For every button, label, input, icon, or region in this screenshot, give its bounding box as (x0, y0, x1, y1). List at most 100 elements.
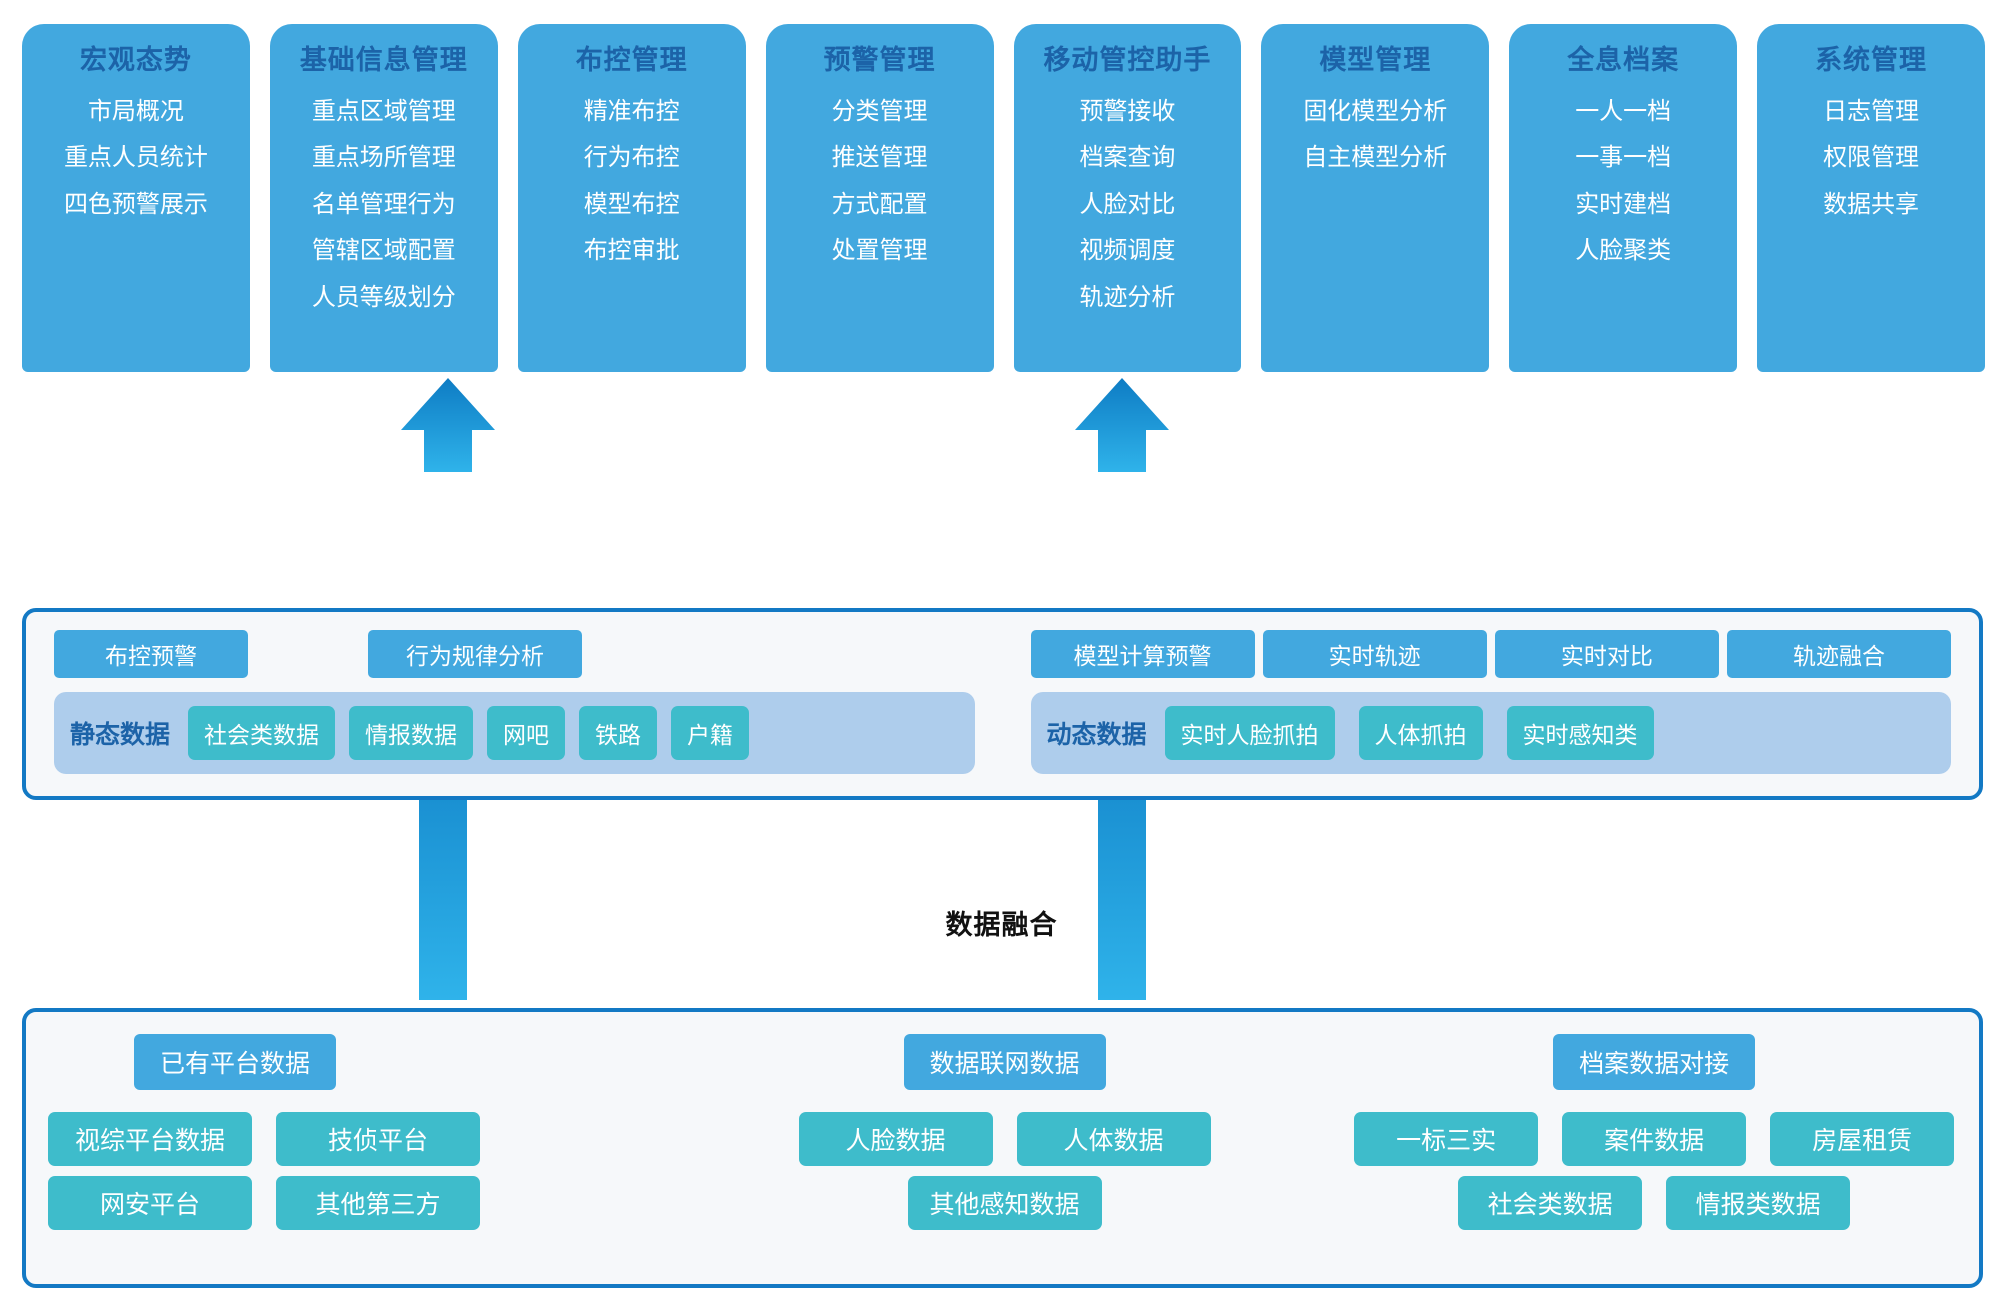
source-chip[interactable]: 技侦平台 (276, 1112, 480, 1166)
module-item[interactable]: 固化模型分析 (1303, 97, 1448, 125)
source-chip[interactable]: 人脸数据 (798, 1112, 993, 1166)
data-type-chip[interactable]: 网吧 (487, 706, 566, 760)
module-card[interactable]: 宏观态势市局概况重点人员统计四色预警展示 (22, 24, 250, 372)
dynamic-band-chips: 实时人脸抓拍人体抓拍实时感知类 (1164, 706, 1654, 760)
module-item-list: 预警接收档案查询人脸对比视频调度轨迹分析 (1014, 98, 1242, 312)
data-type-chip[interactable]: 实时感知类 (1506, 706, 1654, 760)
module-title: 全息档案 (1567, 45, 1680, 75)
module-item[interactable]: 轨迹分析 (1079, 284, 1176, 312)
module-item[interactable]: 管辖区域配置 (311, 237, 456, 265)
module-card[interactable]: 布控管理精准布控行为布控模型布控布控审批 (517, 24, 746, 372)
module-card[interactable]: 模型管理固化模型分析自主模型分析 (1261, 24, 1490, 372)
arrow-modules-left-icon (401, 378, 495, 472)
source-group-header[interactable]: 档案数据对接 (1553, 1034, 1756, 1090)
source-chip[interactable]: 情报类数据 (1666, 1176, 1851, 1230)
module-item-list: 固化模型分析自主模型分析 (1261, 98, 1489, 172)
capability-chip[interactable]: 实时对比 (1494, 630, 1719, 678)
source-group: 已有平台数据视综平台数据技侦平台网安平台其他第三方 (26, 1012, 680, 1284)
source-group: 数据联网数据人脸数据人体数据其他感知数据 (680, 1012, 1330, 1284)
source-chip[interactable]: 人体数据 (1016, 1112, 1211, 1166)
source-group-header[interactable]: 已有平台数据 (134, 1034, 337, 1090)
module-item[interactable]: 分类管理 (831, 97, 928, 125)
module-item[interactable]: 一人一档 (1575, 97, 1672, 125)
module-item[interactable]: 名单管理行为 (311, 190, 456, 218)
module-item[interactable]: 四色预警展示 (63, 190, 208, 218)
static-band-chips: 社会类数据情报数据网吧铁路户籍 (188, 706, 750, 760)
capability-chip[interactable]: 轨迹融合 (1726, 630, 1951, 678)
module-item[interactable]: 重点人员统计 (63, 144, 208, 172)
module-card[interactable]: 全息档案一人一档一事一档实时建档人脸聚类 (1509, 24, 1738, 372)
module-title: 布控管理 (575, 45, 688, 75)
module-card[interactable]: 基础信息管理重点区域管理重点场所管理名单管理行为管辖区域配置人员等级划分 (269, 24, 498, 372)
module-item[interactable]: 一事一档 (1575, 144, 1672, 172)
data-type-chip[interactable]: 铁路 (579, 706, 658, 760)
static-band-label: 静态数据 (70, 721, 171, 749)
module-item[interactable]: 自主模型分析 (1303, 144, 1448, 172)
module-item[interactable]: 精准布控 (583, 97, 680, 125)
source-chip[interactable]: 视综平台数据 (48, 1112, 252, 1166)
source-chip-rows: 视综平台数据技侦平台网安平台其他第三方 (48, 1112, 662, 1230)
module-item[interactable]: 权限管理 (1823, 144, 1920, 172)
module-title: 模型管理 (1319, 45, 1432, 75)
capability-chip[interactable]: 模型计算预警 (1030, 630, 1255, 678)
module-item[interactable]: 数据共享 (1823, 190, 1920, 218)
fusion-panel: 布控预警行为规律分析 静态数据 社会类数据情报数据网吧铁路户籍 模型计算预警实时… (22, 608, 1983, 800)
module-title: 宏观态势 (79, 45, 192, 75)
data-type-chip[interactable]: 人体抓拍 (1358, 706, 1483, 760)
source-chip[interactable]: 案件数据 (1562, 1112, 1747, 1166)
module-item-list: 一人一档一事一档实时建档人脸聚类 (1509, 98, 1737, 265)
data-type-chip[interactable]: 情报数据 (349, 706, 474, 760)
source-chip-row: 一标三实案件数据房屋租赁 (1354, 1112, 1955, 1166)
source-chip[interactable]: 其他第三方 (276, 1176, 480, 1230)
module-item[interactable]: 预警接收 (1079, 97, 1176, 125)
capability-chip[interactable]: 行为规律分析 (368, 630, 582, 678)
source-chip-row: 其他感知数据 (907, 1176, 1102, 1230)
source-chip-rows: 人脸数据人体数据其他感知数据 (698, 1112, 1312, 1230)
module-item-list: 重点区域管理重点场所管理名单管理行为管辖区域配置人员等级划分 (270, 98, 498, 312)
module-item[interactable]: 市局概况 (87, 97, 184, 125)
module-item[interactable]: 布控审批 (583, 237, 680, 265)
arrow-modules-right-icon (1075, 378, 1169, 472)
source-chip-row: 网安平台其他第三方 (48, 1176, 480, 1230)
source-chip-row: 视综平台数据技侦平台 (48, 1112, 480, 1166)
modules-row: 宏观态势市局概况重点人员统计四色预警展示基础信息管理重点区域管理重点场所管理名单… (22, 24, 1985, 372)
module-item[interactable]: 人员等级划分 (311, 284, 456, 312)
capability-chip[interactable]: 布控预警 (54, 630, 248, 678)
module-item[interactable]: 处置管理 (831, 237, 928, 265)
module-card[interactable]: 预警管理分类管理推送管理方式配置处置管理 (765, 24, 994, 372)
module-item[interactable]: 实时建档 (1575, 190, 1672, 218)
module-item[interactable]: 视频调度 (1079, 237, 1176, 265)
module-card[interactable]: 系统管理日志管理权限管理数据共享 (1757, 24, 1985, 372)
source-chip[interactable]: 网安平台 (48, 1176, 252, 1230)
static-capability-row: 布控预警 行为规律分析 (54, 630, 975, 678)
module-card[interactable]: 移动管控助手预警接收档案查询人脸对比视频调度轨迹分析 (1013, 24, 1242, 372)
module-item[interactable]: 方式配置 (831, 190, 928, 218)
module-item[interactable]: 人脸对比 (1079, 190, 1176, 218)
module-item[interactable]: 行为布控 (583, 144, 680, 172)
dynamic-band-label: 动态数据 (1046, 721, 1147, 749)
source-chip[interactable]: 社会类数据 (1458, 1176, 1643, 1230)
static-data-band: 静态数据 社会类数据情报数据网吧铁路户籍 (54, 692, 975, 774)
module-item[interactable]: 推送管理 (831, 144, 928, 172)
data-type-chip[interactable]: 实时人脸抓拍 (1164, 706, 1335, 760)
module-item[interactable]: 人脸聚类 (1575, 237, 1672, 265)
source-chip[interactable]: 其他感知数据 (907, 1176, 1102, 1230)
data-type-chip[interactable]: 社会类数据 (188, 706, 336, 760)
data-type-chip[interactable]: 户籍 (671, 706, 750, 760)
module-item[interactable]: 重点场所管理 (311, 144, 456, 172)
module-item-list: 市局概况重点人员统计四色预警展示 (22, 98, 250, 219)
source-chip-row: 人脸数据人体数据 (798, 1112, 1211, 1166)
source-chip[interactable]: 一标三实 (1354, 1112, 1539, 1166)
dynamic-data-band: 动态数据 实时人脸抓拍人体抓拍实时感知类 (1030, 692, 1951, 774)
fusion-dynamic-side: 模型计算预警实时轨迹实时对比轨迹融合 动态数据 实时人脸抓拍人体抓拍实时感知类 (1003, 612, 1980, 796)
source-chip[interactable]: 房屋租赁 (1770, 1112, 1955, 1166)
module-title: 系统管理 (1815, 45, 1928, 75)
capability-chip[interactable]: 实时轨迹 (1262, 630, 1487, 678)
data-source-panel: 已有平台数据视综平台数据技侦平台网安平台其他第三方数据联网数据人脸数据人体数据其… (22, 1008, 1983, 1288)
module-title: 预警管理 (823, 45, 936, 75)
source-group-header[interactable]: 数据联网数据 (903, 1034, 1106, 1090)
module-item[interactable]: 模型布控 (583, 190, 680, 218)
module-item[interactable]: 档案查询 (1079, 144, 1176, 172)
module-item[interactable]: 日志管理 (1823, 97, 1920, 125)
module-item[interactable]: 重点区域管理 (311, 97, 456, 125)
